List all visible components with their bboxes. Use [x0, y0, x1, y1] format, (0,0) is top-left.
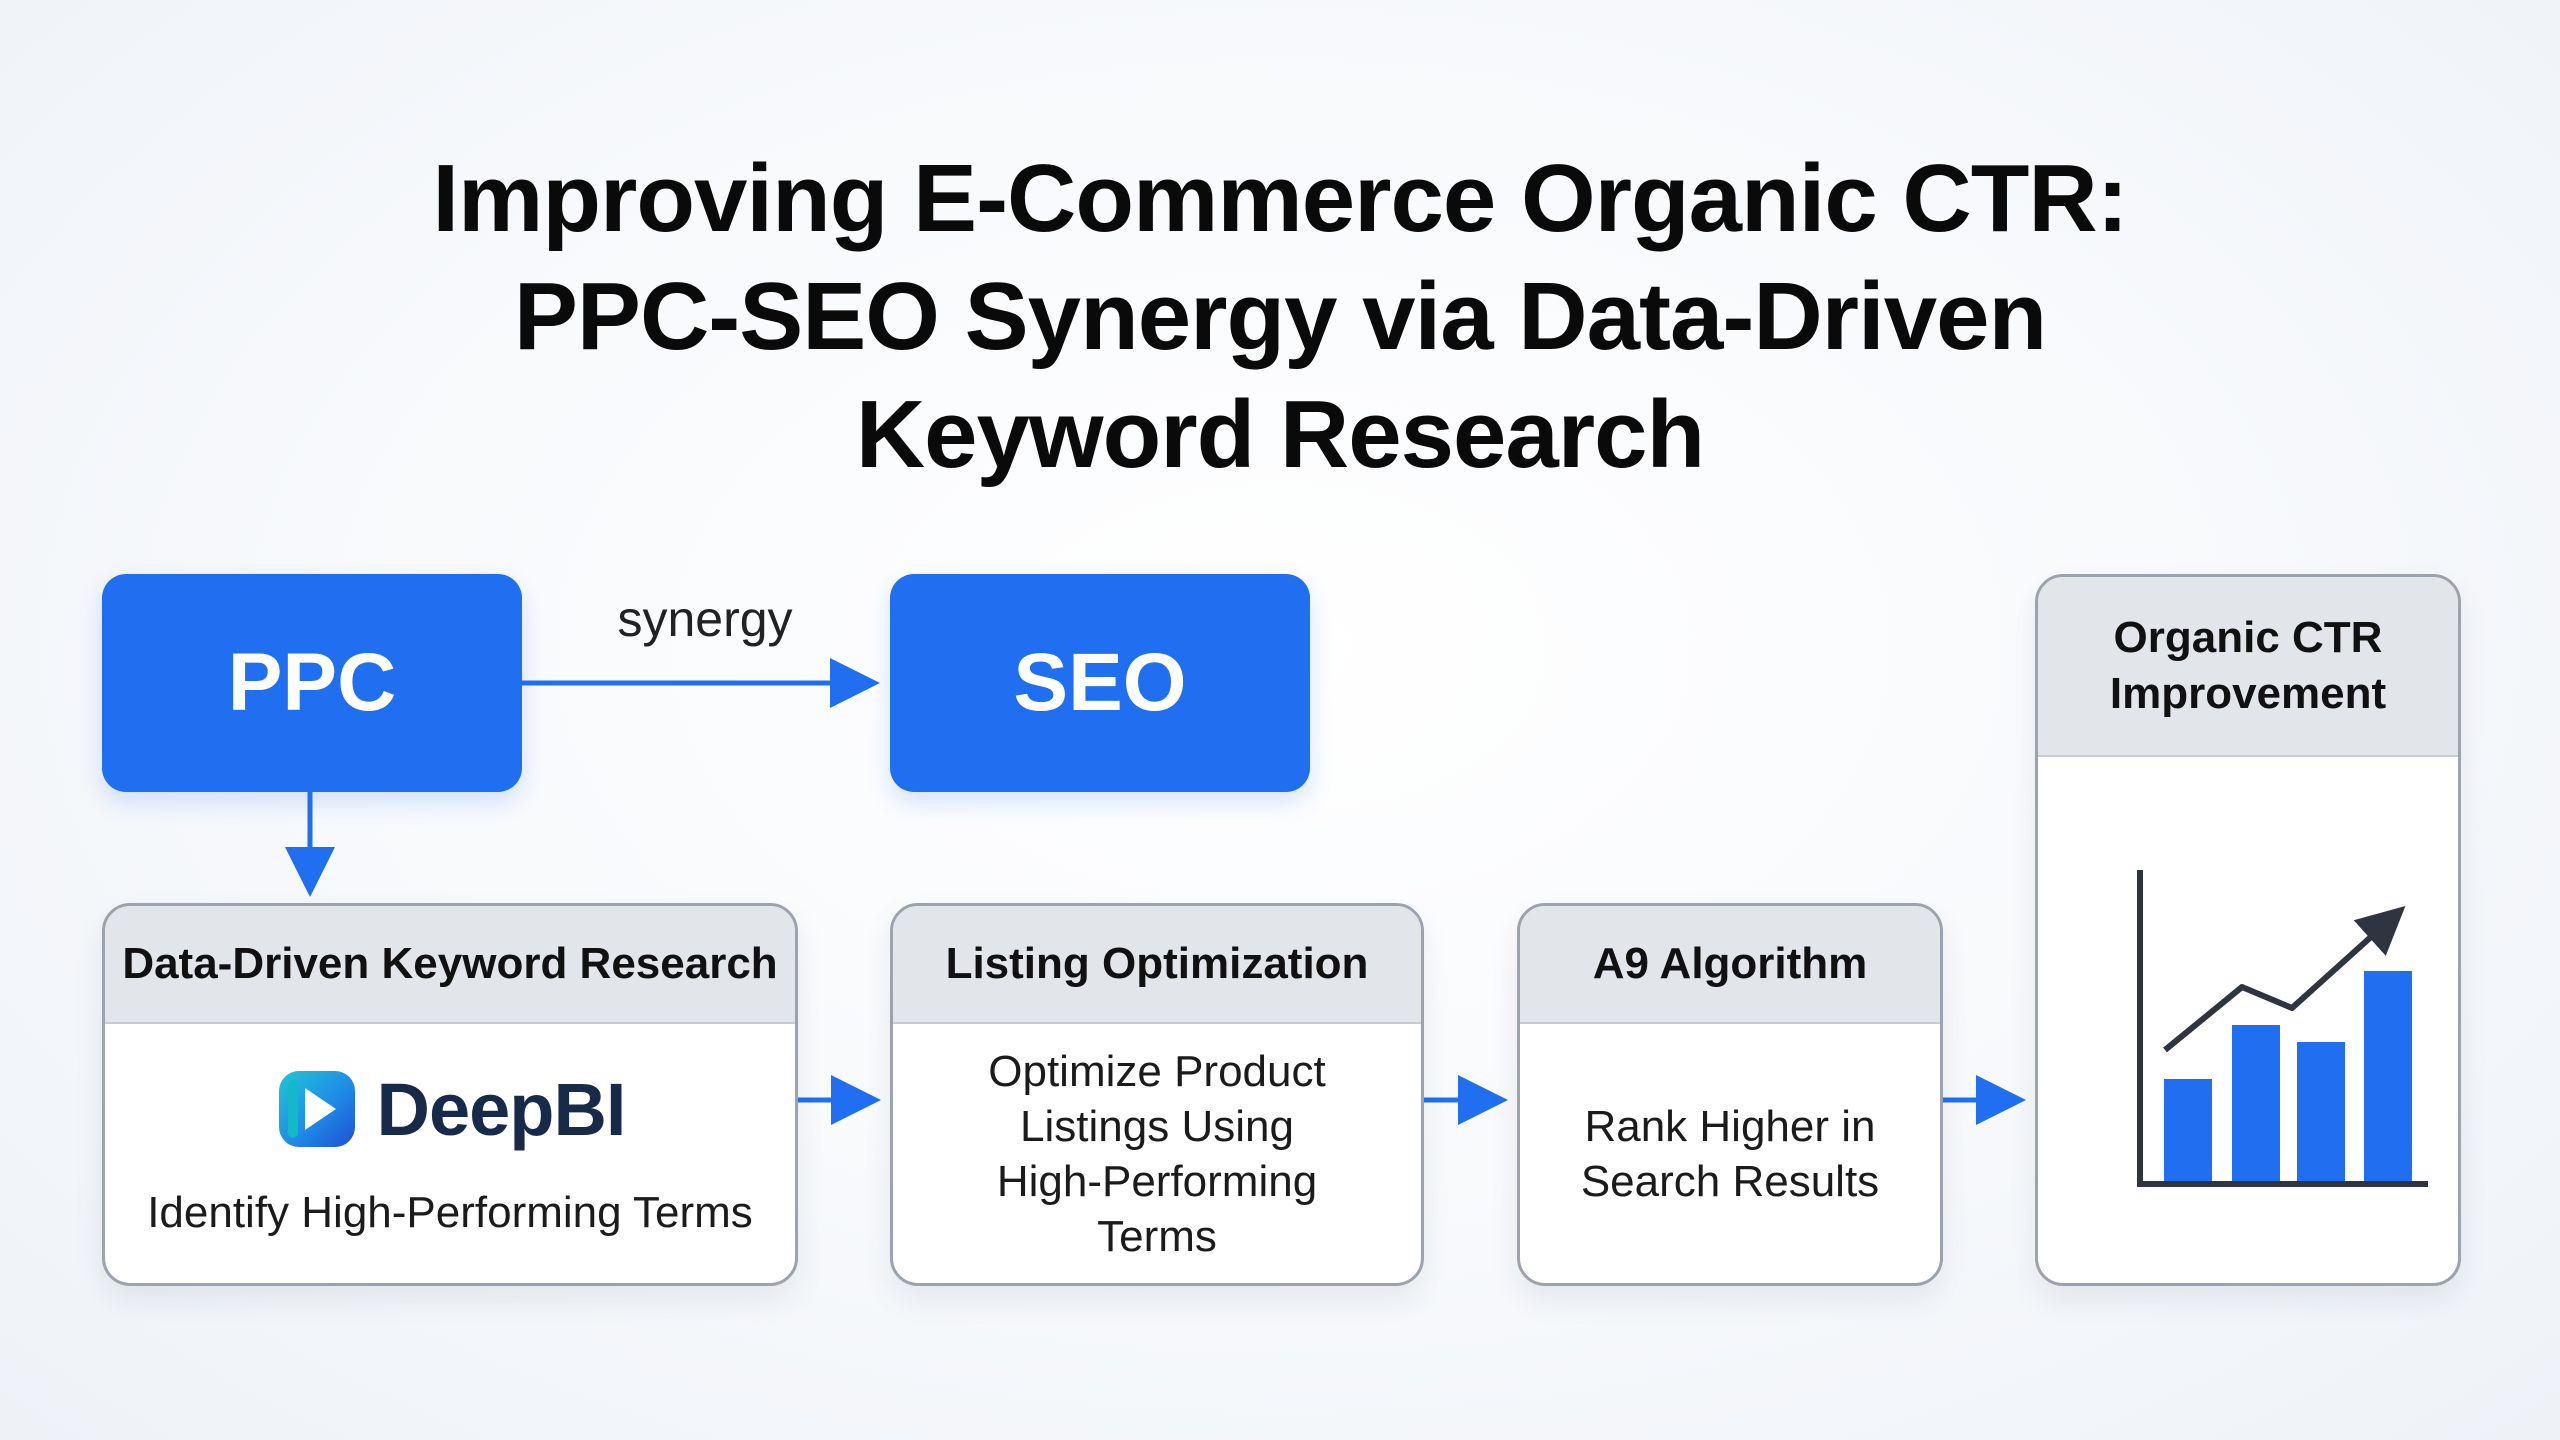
ctr-header-line-2: Improvement	[2109, 669, 2387, 718]
listing-body-line-1: Optimize Product	[988, 1046, 1326, 1096]
keyword-research-body: DeepBI Identify High-Performing Terms	[105, 1024, 795, 1283]
chart-bar-4	[2364, 971, 2412, 1181]
listing-body-line-4: Terms	[1097, 1211, 1217, 1261]
chart-bar-1	[2164, 1079, 2212, 1181]
a9-body-line-1: Rank Higher in	[1584, 1101, 1876, 1151]
synergy-label: synergy	[617, 591, 793, 647]
keyword-research-description: Identify High-Performing Terms	[147, 1188, 753, 1237]
organic-ctr-card: Organic CTR Improvement	[2035, 574, 2461, 1286]
chart-bar-2	[2232, 1025, 2280, 1181]
listing-body-line-2: Listings Using	[1020, 1101, 1294, 1151]
deepbi-logo-icon	[278, 1071, 355, 1147]
organic-ctr-body	[2038, 757, 2458, 1283]
deepbi-brand: DeepBI	[275, 1067, 626, 1151]
listing-optimization-body: Optimize Product Listings Using High-Per…	[893, 1024, 1421, 1283]
page-title: Improving E-Commerce Organic CTR: PPC-SE…	[230, 140, 2330, 494]
listing-optimization-card: Listing Optimization Optimize Product Li…	[890, 903, 1424, 1286]
deepbi-wordmark: DeepBI	[376, 1067, 627, 1151]
chart-bar-3	[2297, 1042, 2345, 1181]
title-line-1: Improving E-Commerce Organic CTR:	[432, 145, 2128, 252]
ppc-node: PPC	[102, 574, 522, 792]
ctr-header-line-1: Organic CTR	[2113, 613, 2383, 662]
organic-ctr-header: Organic CTR Improvement	[2038, 577, 2458, 757]
title-line-2: PPC-SEO Synergy via Data-Driven	[513, 263, 2047, 370]
a9-algorithm-body: Rank Higher in Search Results	[1520, 1024, 1940, 1283]
a9-algorithm-card: A9 Algorithm Rank Higher in Search Resul…	[1517, 903, 1943, 1286]
seo-label: SEO	[1013, 637, 1187, 728]
keyword-research-card: Data-Driven Keyword Research DeepBI	[102, 903, 798, 1286]
title-line-3: Keyword Research	[855, 381, 1705, 488]
ppc-label: PPC	[227, 637, 397, 728]
chart-trend-arrow	[2163, 905, 2406, 1053]
listing-optimization-header: Listing Optimization	[893, 906, 1421, 1024]
seo-node: SEO	[890, 574, 1310, 792]
keyword-research-header: Data-Driven Keyword Research	[105, 906, 795, 1024]
a9-body-line-2: Search Results	[1580, 1156, 1880, 1206]
a9-algorithm-header: A9 Algorithm	[1520, 906, 1940, 1024]
growth-bar-chart-icon	[2137, 870, 2428, 1187]
listing-body-line-3: High-Performing	[996, 1156, 1318, 1206]
